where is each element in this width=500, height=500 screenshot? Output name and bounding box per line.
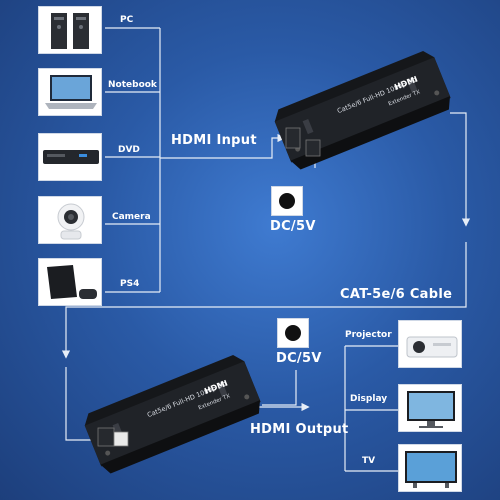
- hdmi-input-label: HDMI Input: [171, 133, 257, 148]
- source-card-pc: [38, 6, 102, 54]
- source-label-notebook: Notebook: [108, 80, 157, 90]
- destination-card-projector: [398, 320, 462, 368]
- cable-rx-in: [65, 367, 92, 441]
- power-top-label: DC/5V: [270, 219, 316, 234]
- cable-route-line: [61, 242, 467, 359]
- source-card-notebook: [38, 68, 102, 116]
- destination-label-display: Display: [350, 394, 388, 404]
- destination-label-projector: Projector: [345, 330, 392, 340]
- camera-icon: [57, 203, 85, 240]
- receiver-device: Cat5e/6 Full-HD 1080p 3D HDMI Extender T…: [84, 354, 261, 474]
- power-dot-icon: [285, 325, 301, 341]
- display-monitor-icon: [407, 391, 455, 428]
- source-label-ps4: PS4: [120, 279, 140, 289]
- power-bottom-wire: [262, 370, 297, 406]
- destination-card-tv: [398, 444, 462, 492]
- rx-cable-plug: [113, 431, 129, 447]
- wire-hdmi-input: [160, 133, 286, 159]
- source-label-dvd: DVD: [118, 145, 140, 155]
- projector-icon: [406, 336, 458, 358]
- destination-label-tv: TV: [362, 456, 376, 466]
- output-wires: [248, 345, 398, 472]
- power-bottom-indicator: [277, 318, 309, 348]
- power-dot-icon: [279, 193, 295, 209]
- ps4-console-icon: [47, 265, 97, 299]
- transmitter-device: Cat5e/6 Full-HD 1080p 3D HDMI Extender T…: [274, 50, 451, 170]
- hdmi-output-label: HDMI Output: [250, 422, 349, 437]
- pc-towers-icon: [51, 13, 89, 49]
- power-top-indicator: [271, 186, 303, 216]
- power-bottom-label: DC/5V: [276, 351, 322, 366]
- source-card-ps4: [38, 258, 102, 306]
- source-label-camera: Camera: [112, 212, 151, 222]
- source-card-dvd: [38, 133, 102, 181]
- rx-rj45-port: [97, 427, 115, 447]
- source-card-camera: [38, 196, 102, 244]
- notebook-icon: [45, 75, 97, 109]
- tv-icon: [405, 451, 457, 488]
- tx-hdmi-port: [285, 127, 301, 149]
- tx-power-port: [305, 139, 321, 157]
- cable-tx-down: [450, 112, 471, 227]
- source-label-pc: PC: [120, 15, 134, 25]
- dvd-player-icon: [43, 150, 99, 164]
- cable-label: CAT-5e/6 Cable: [340, 287, 453, 302]
- destination-card-display: [398, 384, 462, 432]
- source-wires: [105, 27, 286, 293]
